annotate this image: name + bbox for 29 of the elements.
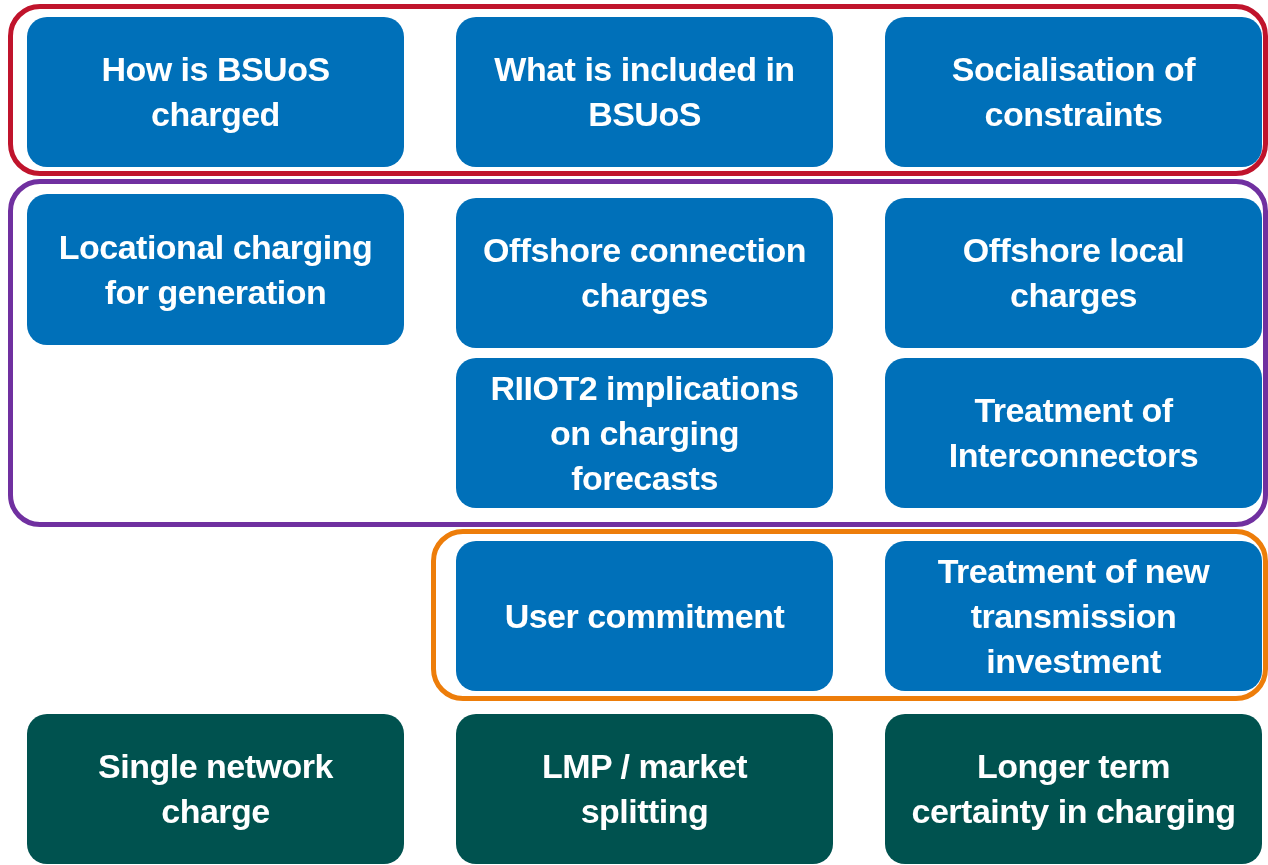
topic-box	[885, 17, 1262, 167]
topic-label: Locational charging for generation	[57, 226, 374, 313]
group-outline	[8, 179, 1268, 527]
topic-label: LMP / market splitting	[541, 746, 749, 832]
topic-label: Treatment of new transmission investment	[936, 550, 1211, 682]
topic-label: Offshore connection charges	[482, 230, 807, 316]
topic-box	[456, 198, 833, 348]
topic-label: Single network charge	[97, 746, 334, 832]
topic-label: User commitment	[504, 595, 785, 637]
group-outline	[431, 529, 1268, 701]
topic-label: Longer term certainty in charging	[910, 746, 1237, 832]
topic-box	[456, 17, 833, 167]
topic-label: What is included in BSUoS	[493, 49, 796, 135]
topic-label: Offshore local charges	[961, 230, 1186, 316]
topic-box	[27, 714, 404, 864]
topic-box	[885, 198, 1262, 348]
topic-box	[27, 17, 404, 167]
topic-label: RIIOT2 implications on charging forecasts	[489, 367, 800, 499]
topic-box	[456, 714, 833, 864]
topic-box	[27, 194, 404, 345]
group-outline	[8, 4, 1268, 176]
topic-label: Treatment of Interconnectors	[947, 390, 1200, 476]
topic-box	[885, 541, 1262, 691]
topic-label: Socialisation of constraints	[950, 49, 1197, 135]
topic-box	[885, 714, 1262, 864]
topic-box	[456, 541, 833, 691]
topic-label: How is BSUoS charged	[100, 49, 331, 135]
topic-box	[885, 358, 1262, 508]
topic-box	[456, 358, 833, 508]
